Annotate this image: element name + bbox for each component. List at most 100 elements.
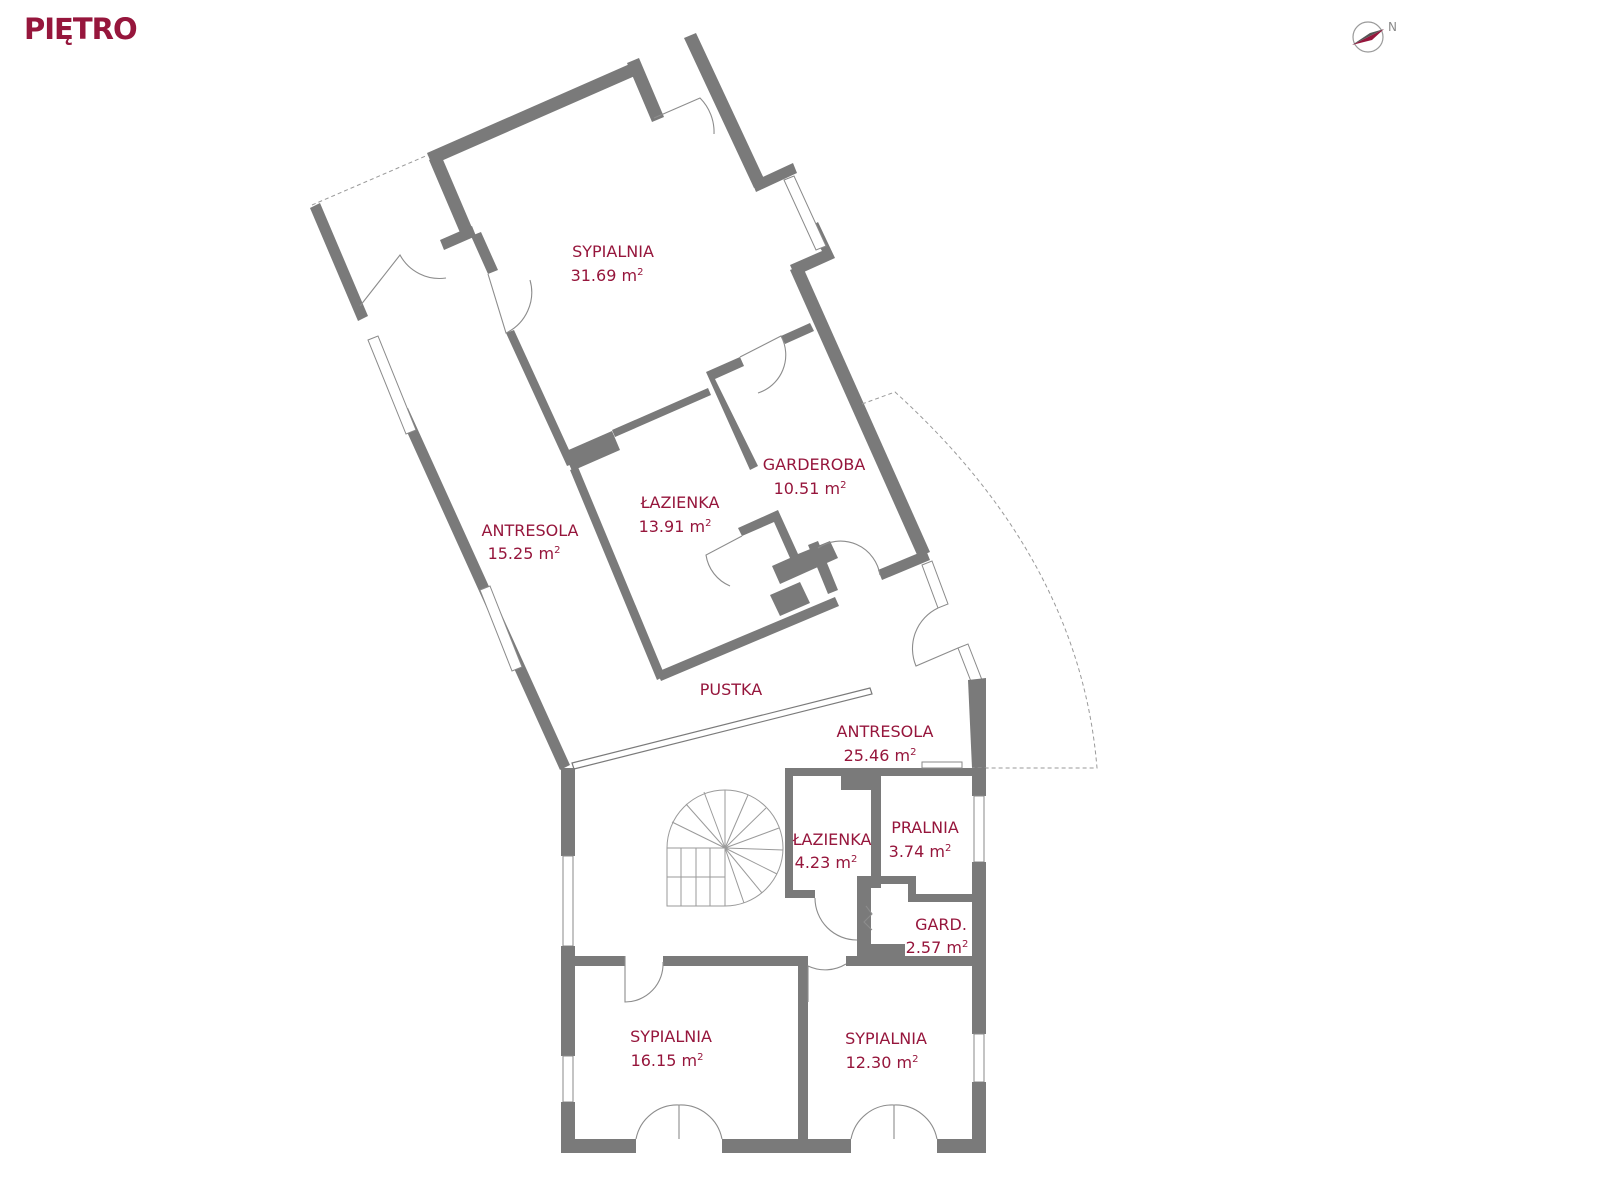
- wall: [857, 876, 871, 946]
- window: [973, 795, 985, 863]
- window: [973, 1033, 985, 1083]
- room-area: 10.51 m2: [774, 479, 847, 498]
- doors: [359, 97, 959, 667]
- wall: [846, 956, 972, 966]
- door-swing: [817, 540, 881, 576]
- lower-wing-walls: [561, 761, 986, 1153]
- room-name: SYPIALNIA: [845, 1029, 927, 1048]
- room-sypialnia-31: SYPIALNIA 31.69 m2: [571, 242, 654, 285]
- window: [479, 585, 523, 672]
- wall: [878, 550, 930, 580]
- door-swing: [705, 535, 743, 587]
- door-swing: [814, 897, 858, 941]
- wall: [657, 597, 839, 681]
- door-swing: [807, 963, 847, 1002]
- room-antresola-25: ANTRESOLA 25.46 m2: [837, 722, 934, 765]
- door-swing: [911, 607, 959, 667]
- spiral-staircase: [666, 789, 784, 907]
- room-name: SYPIALNIA: [572, 242, 654, 261]
- door-swing: [850, 1104, 895, 1140]
- room-garderoba: GARDEROBA 10.51 m2: [763, 455, 866, 498]
- wall: [738, 510, 838, 584]
- wall: [471, 232, 498, 274]
- wall: [785, 768, 793, 898]
- room-name: GARDEROBA: [763, 455, 866, 474]
- wall: [798, 956, 808, 1139]
- wall: [706, 357, 758, 470]
- window: [957, 643, 983, 685]
- north-arrow-icon: N: [1352, 20, 1397, 53]
- wall: [808, 541, 838, 594]
- room-area: 25.46 m2: [844, 746, 917, 765]
- room-name: PUSTKA: [700, 680, 763, 699]
- room-name: GARD.: [915, 915, 967, 934]
- wall: [570, 467, 665, 680]
- room-pralnia: PRALNIA 3.74 m2: [889, 818, 959, 861]
- room-pustka: PUSTKA: [700, 680, 763, 699]
- wall: [908, 876, 916, 898]
- room-area: 4.23 m2: [795, 853, 858, 872]
- wall: [781, 323, 814, 344]
- door-swing: [487, 273, 533, 334]
- window: [562, 855, 574, 947]
- wall: [790, 222, 835, 276]
- room-name: ŁAZIENKA: [640, 493, 720, 512]
- wall: [968, 678, 986, 768]
- room-sypialnia-12: SYPIALNIA 12.30 m2: [845, 1029, 927, 1072]
- terrace-outline: [311, 154, 429, 206]
- window: [562, 1055, 574, 1103]
- compass-label: N: [1388, 20, 1397, 34]
- door-swing: [653, 97, 715, 135]
- wall: [612, 388, 711, 437]
- wall: [429, 155, 473, 235]
- wall: [857, 944, 905, 966]
- window: [783, 175, 827, 251]
- wall: [561, 1139, 636, 1153]
- wall: [770, 582, 810, 616]
- door-swing: [678, 1104, 723, 1140]
- room-lazienka-13: ŁAZIENKA 13.91 m2: [639, 493, 720, 536]
- room-lazienka-4: ŁAZIENKA 4.23 m2: [792, 830, 872, 872]
- door-swing: [863, 905, 873, 931]
- window: [367, 335, 417, 435]
- wall: [440, 226, 476, 250]
- wall: [752, 163, 797, 192]
- wall: [310, 203, 368, 321]
- room-name: PRALNIA: [891, 818, 959, 837]
- wall: [972, 862, 986, 1034]
- wall: [785, 890, 815, 898]
- room-area: 2.57 m2: [906, 938, 969, 957]
- terrace-outline: [861, 391, 1098, 769]
- room-area: 3.74 m2: [889, 842, 952, 861]
- wall: [722, 1139, 851, 1153]
- room-area: 13.91 m2: [639, 517, 712, 536]
- lower-doors: [624, 897, 938, 1140]
- wall: [841, 768, 871, 790]
- room-area: 31.69 m2: [571, 266, 644, 285]
- room-name: ANTRESOLA: [837, 722, 934, 741]
- wall: [972, 1082, 986, 1153]
- door-swing: [359, 254, 447, 307]
- wall: [790, 265, 930, 557]
- wall: [575, 956, 625, 966]
- wall: [972, 768, 986, 796]
- wall: [908, 894, 972, 902]
- window: [921, 761, 963, 769]
- wall: [564, 431, 620, 471]
- floor-title: PIĘTRO: [24, 12, 138, 46]
- wall: [684, 33, 766, 188]
- room-area: 15.25 m2: [488, 544, 561, 563]
- wall: [871, 768, 881, 888]
- wall: [427, 63, 637, 165]
- door-swing: [624, 956, 664, 1003]
- room-name: SYPIALNIA: [630, 1027, 712, 1046]
- room-name: ŁAZIENKA: [792, 830, 872, 849]
- room-sypialnia-16: SYPIALNIA 16.15 m2: [630, 1027, 712, 1070]
- wall: [571, 687, 873, 770]
- wall: [663, 956, 808, 966]
- door-swing: [635, 1104, 680, 1140]
- wall: [506, 330, 575, 466]
- room-gard: GARD. 2.57 m2: [906, 915, 969, 957]
- wall: [871, 876, 908, 884]
